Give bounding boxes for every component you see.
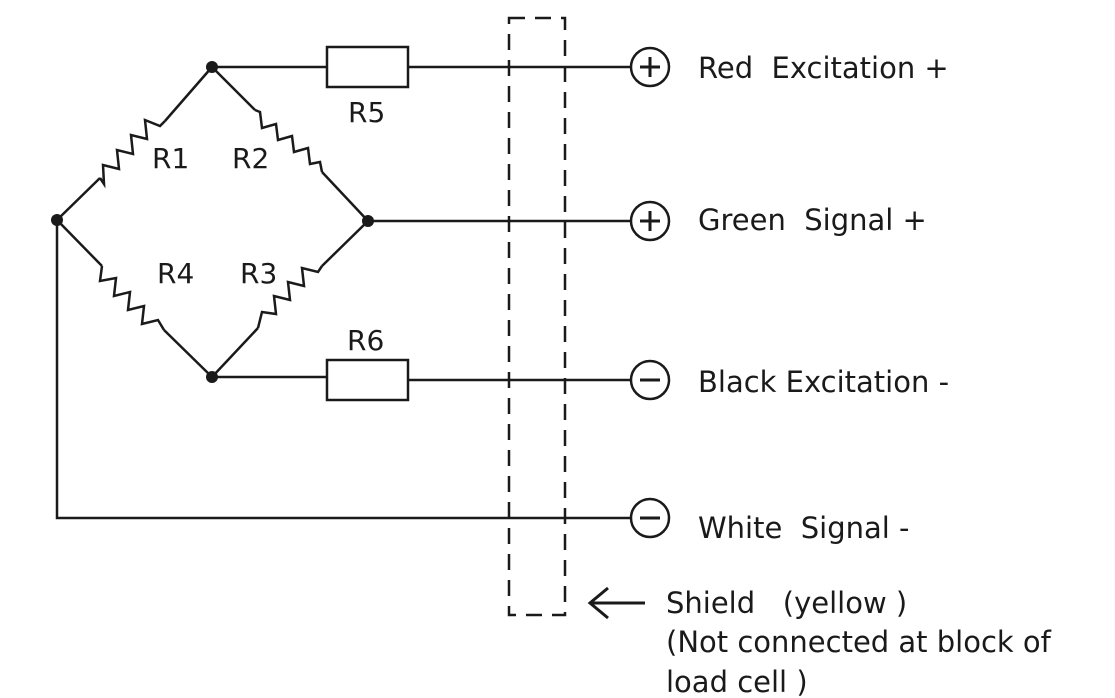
terminal-black [629, 359, 671, 401]
terminal-green [629, 200, 671, 242]
signal-minus-wire [55, 220, 631, 520]
resistor-r6 [325, 358, 410, 402]
label-r6: R6 [347, 324, 384, 357]
label-r4: R4 [157, 257, 194, 290]
junction-left [51, 214, 63, 226]
resistor-r2 [211, 66, 369, 222]
label-r2: R2 [232, 142, 269, 175]
arrow-left-icon [587, 586, 645, 620]
shield-note-line1: Shield (yellow ) [666, 586, 907, 620]
junction-top [206, 61, 218, 73]
terminal-white [629, 497, 671, 539]
shield-note-line2: (Not connected at block of [666, 625, 1052, 659]
label-green-signal: Green Signal + [698, 203, 927, 237]
resistor-r4 [56, 219, 213, 378]
resistor-r3 [211, 220, 369, 378]
terminal-red [629, 46, 671, 88]
junction-bottom [206, 371, 218, 383]
resistor-r1 [56, 66, 213, 221]
label-red-excitation: Red Excitation + [698, 51, 949, 85]
label-black-excitation: Black Excitation - [698, 365, 949, 399]
shield-note-line3: load cell ) [666, 665, 808, 698]
junction-right [362, 215, 374, 227]
label-white-signal: White Signal - [698, 511, 910, 545]
shield-box [507, 16, 567, 617]
label-r5: R5 [348, 96, 385, 129]
label-r3: R3 [240, 257, 277, 290]
resistor-r5 [325, 45, 410, 89]
label-r1: R1 [152, 142, 189, 175]
